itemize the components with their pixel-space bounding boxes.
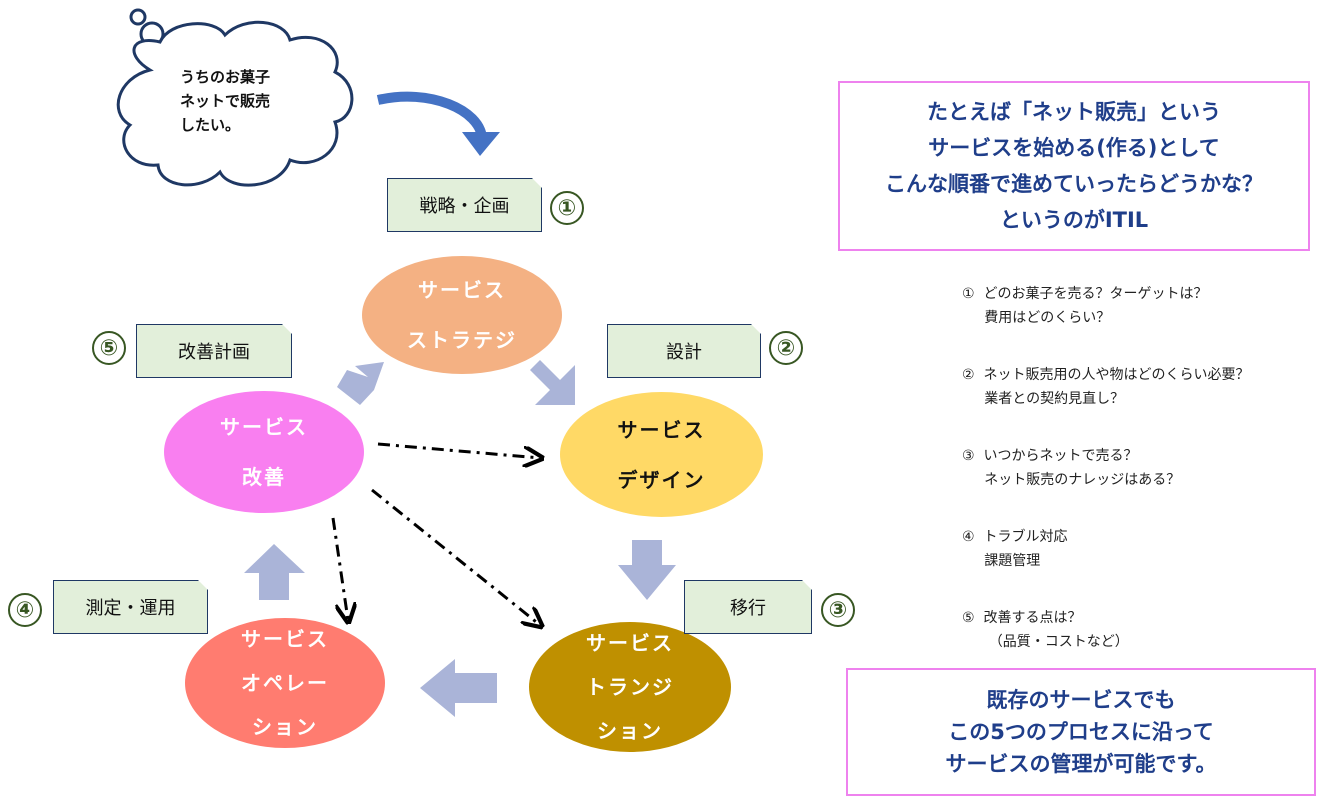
- step-tag-label: 設計: [666, 342, 702, 363]
- step-tag-transition: 移行: [684, 580, 812, 634]
- step-tag-operation: 測定・運用: [53, 580, 208, 634]
- step-tag-design: 設計: [607, 324, 761, 378]
- info-line: サービスの管理が可能です。: [945, 752, 1217, 776]
- flow-arrows: [244, 360, 676, 717]
- qa-item-2: ② ネット販売用の人や物はどのくらい必要？ 業者との契約見直し？: [962, 363, 1249, 411]
- node-label: サービス: [241, 627, 329, 651]
- step-tag-label: 改善計画: [178, 342, 250, 363]
- info-line: というのがITIL: [999, 208, 1149, 232]
- curved-arrow: [376, 91, 500, 156]
- step-badge-5: ⑤: [92, 331, 126, 365]
- node-label: サービス: [617, 417, 706, 442]
- qa-answer: ネット販売のナレッジはある？: [962, 472, 1181, 488]
- qa-question: ⑤ 改善する点は？: [962, 610, 1082, 626]
- qa-question: ① どのお菓子を売る？ターゲットは？: [962, 286, 1208, 302]
- step-badge-3: ③: [821, 593, 855, 627]
- step-tag-strategy: 戦略・企画: [387, 178, 542, 232]
- dashed-arrow-to-operation: [331, 517, 348, 620]
- step-tag-label: 移行: [730, 598, 766, 619]
- step-badge-2: ②: [769, 331, 803, 365]
- info-line: 既存のサービスでも: [986, 688, 1176, 712]
- cloud-line: したい。: [180, 116, 241, 134]
- dashed-arrow-to-transition: [371, 488, 540, 625]
- arrow-improvement-to-strategy: [337, 362, 384, 405]
- node-service-improvement: サービス 改善: [164, 391, 364, 513]
- step-badge-label: ③: [828, 597, 848, 623]
- cloud-line: ネットで販売: [180, 92, 271, 110]
- node-service-strategy: サービス ストラテジ: [362, 256, 562, 374]
- node-label: サービス: [220, 415, 308, 439]
- step-badge-label: ②: [776, 335, 796, 361]
- node-service-operation: サービス オペレー ション: [185, 618, 385, 748]
- qa-answer: 課題管理: [962, 553, 1041, 569]
- step-badge-label: ①: [557, 195, 577, 221]
- step-badge-4: ④: [8, 593, 42, 627]
- node-label: 改善: [242, 465, 286, 489]
- qa-question: ② ネット販売用の人や物はどのくらい必要？: [962, 367, 1250, 383]
- qa-question: ③ いつからネットで売る？: [962, 448, 1138, 464]
- qa-answer: （品質・コストなど）: [962, 634, 1129, 650]
- qa-item-4: ④ トラブル対応 課題管理: [962, 525, 1067, 573]
- step-badge-label: ⑤: [99, 335, 119, 361]
- qa-question: ④ トラブル対応: [962, 529, 1068, 545]
- qa-answer: 業者との契約見直し？: [962, 391, 1125, 407]
- qa-item-5: ⑤ 改善する点は？ （品質・コストなど）: [962, 606, 1129, 654]
- node-label: ション: [597, 719, 663, 743]
- step-badge-1: ①: [550, 191, 584, 225]
- qa-item-3: ③ いつからネットで売る？ ネット販売のナレッジはある？: [962, 444, 1180, 492]
- node-label: オペレー: [241, 671, 329, 695]
- node-label: ション: [252, 715, 318, 739]
- node-label: ストラテジ: [407, 328, 517, 352]
- info-line: サービスを始める(作る)として: [928, 136, 1220, 160]
- step-tag-label: 測定・運用: [85, 598, 176, 619]
- step-tag-improvement: 改善計画: [136, 324, 292, 378]
- arrow-strategy-to-design: [530, 360, 575, 405]
- arrow-operation-to-improvement: [244, 544, 305, 600]
- qa-answer: 費用はどのくらい？: [962, 310, 1111, 326]
- node-label: デザイン: [617, 467, 706, 492]
- node-label: トランジ: [586, 675, 674, 699]
- node-label: サービス: [586, 631, 674, 655]
- node-label: サービス: [418, 278, 506, 302]
- cloud-line: うちのお菓子: [180, 68, 271, 86]
- node-service-transition: サービス トランジ ション: [529, 622, 731, 752]
- dashed-arrow-to-design: [377, 442, 540, 458]
- step-tag-label: 戦略・企画: [419, 196, 510, 217]
- node-service-design: サービス デザイン: [560, 392, 763, 517]
- arrow-transition-to-operation: [420, 659, 497, 717]
- info-line: この5つのプロセスに沿って: [948, 720, 1214, 744]
- thought-cloud: [116, 8, 354, 187]
- cloud-text: うちのお菓子 ネットで販売 したい。: [180, 65, 270, 137]
- step-badge-label: ④: [15, 597, 35, 623]
- qa-item-1: ① どのお菓子を売る？ターゲットは？ 費用はどのくらい？: [962, 282, 1207, 330]
- info-line: たとえば「ネット販売」という: [927, 100, 1221, 124]
- info-line: こんな順番で進めていったらどうかな？: [885, 172, 1263, 196]
- info-box-itil: たとえば「ネット販売」という サービスを始める(作る)として こんな順番で進めて…: [838, 81, 1310, 251]
- arrow-design-to-transition: [618, 540, 676, 600]
- info-box-existing-services: 既存のサービスでも この5つのプロセスに沿って サービスの管理が可能です。: [846, 668, 1316, 796]
- dashed-arrows: [331, 442, 540, 625]
